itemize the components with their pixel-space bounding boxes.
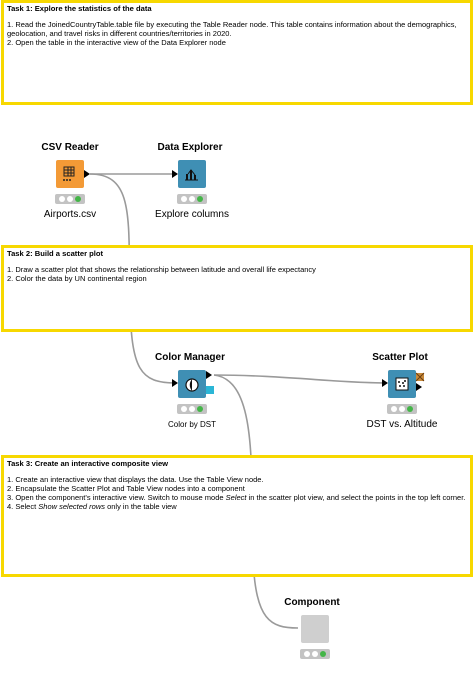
task1-line2: 2. Open the table in the interactive vie… (7, 38, 226, 47)
status-traffic-light (387, 404, 417, 414)
task2-line1: 1. Draw a scatter plot that shows the re… (7, 265, 316, 274)
output-port[interactable] (84, 170, 90, 178)
task1-title: Task 1: Explore the statistics of the da… (7, 4, 152, 13)
task3-line4: 4. Select Show selected rows only in the… (7, 502, 177, 511)
node-label[interactable]: Color by DST (167, 420, 216, 429)
input-port[interactable] (382, 379, 388, 387)
task1-annotation: Task 1: Explore the statistics of the da… (1, 0, 473, 105)
task3-annotation: Task 3: Create an interactive composite … (1, 455, 473, 577)
task3-line1: 1. Create an interactive view that displ… (7, 475, 264, 484)
explorer-icon[interactable] (178, 160, 206, 188)
task3-line2: 2. Encapsulate the Scatter Plot and Tabl… (7, 484, 245, 493)
node-label[interactable]: Airports.csv (43, 209, 97, 220)
scatter-icon[interactable] (388, 370, 416, 398)
task1-line1: 1. Read the JoinedCountryTable.table fil… (7, 20, 457, 38)
task3-line3-emphasis: Select (225, 493, 247, 502)
status-traffic-light (177, 404, 207, 414)
component-icon[interactable] (301, 615, 329, 643)
model-port[interactable] (206, 386, 214, 394)
status-traffic-light (55, 194, 85, 204)
node-title: Color Manager (154, 352, 225, 363)
wire-color-to-scatter[interactable] (213, 374, 387, 384)
task2-title: Task 2: Build a scatter plot (7, 249, 104, 258)
input-port[interactable] (172, 379, 178, 387)
task2-annotation: Task 2: Build a scatter plot 1. Draw a s… (1, 245, 473, 332)
task3-line3: 3. Open the component's interactive view… (7, 493, 466, 502)
output-port[interactable] (206, 371, 212, 379)
task2-line2: 2. Color the data by UN continental regi… (7, 274, 147, 283)
node-title: Component (284, 597, 340, 608)
status-traffic-light (300, 649, 330, 659)
node-title: CSV Reader (41, 142, 99, 153)
task3-title: Task 3: Create an interactive composite … (7, 459, 169, 468)
node-label[interactable]: Explore columns (155, 209, 229, 220)
image-port-icon[interactable] (415, 369, 425, 382)
node-title: Data Explorer (157, 142, 223, 153)
output-port[interactable] (416, 383, 422, 391)
task3-line4-emphasis: Show selected rows (38, 502, 105, 511)
status-traffic-light (177, 194, 207, 204)
node-label[interactable]: DST vs. Altitude (366, 419, 438, 430)
color-drop-icon[interactable] (178, 370, 206, 398)
table-reader-icon[interactable] (56, 160, 84, 188)
node-title: Scatter Plot (372, 352, 428, 363)
input-port[interactable] (172, 170, 178, 178)
